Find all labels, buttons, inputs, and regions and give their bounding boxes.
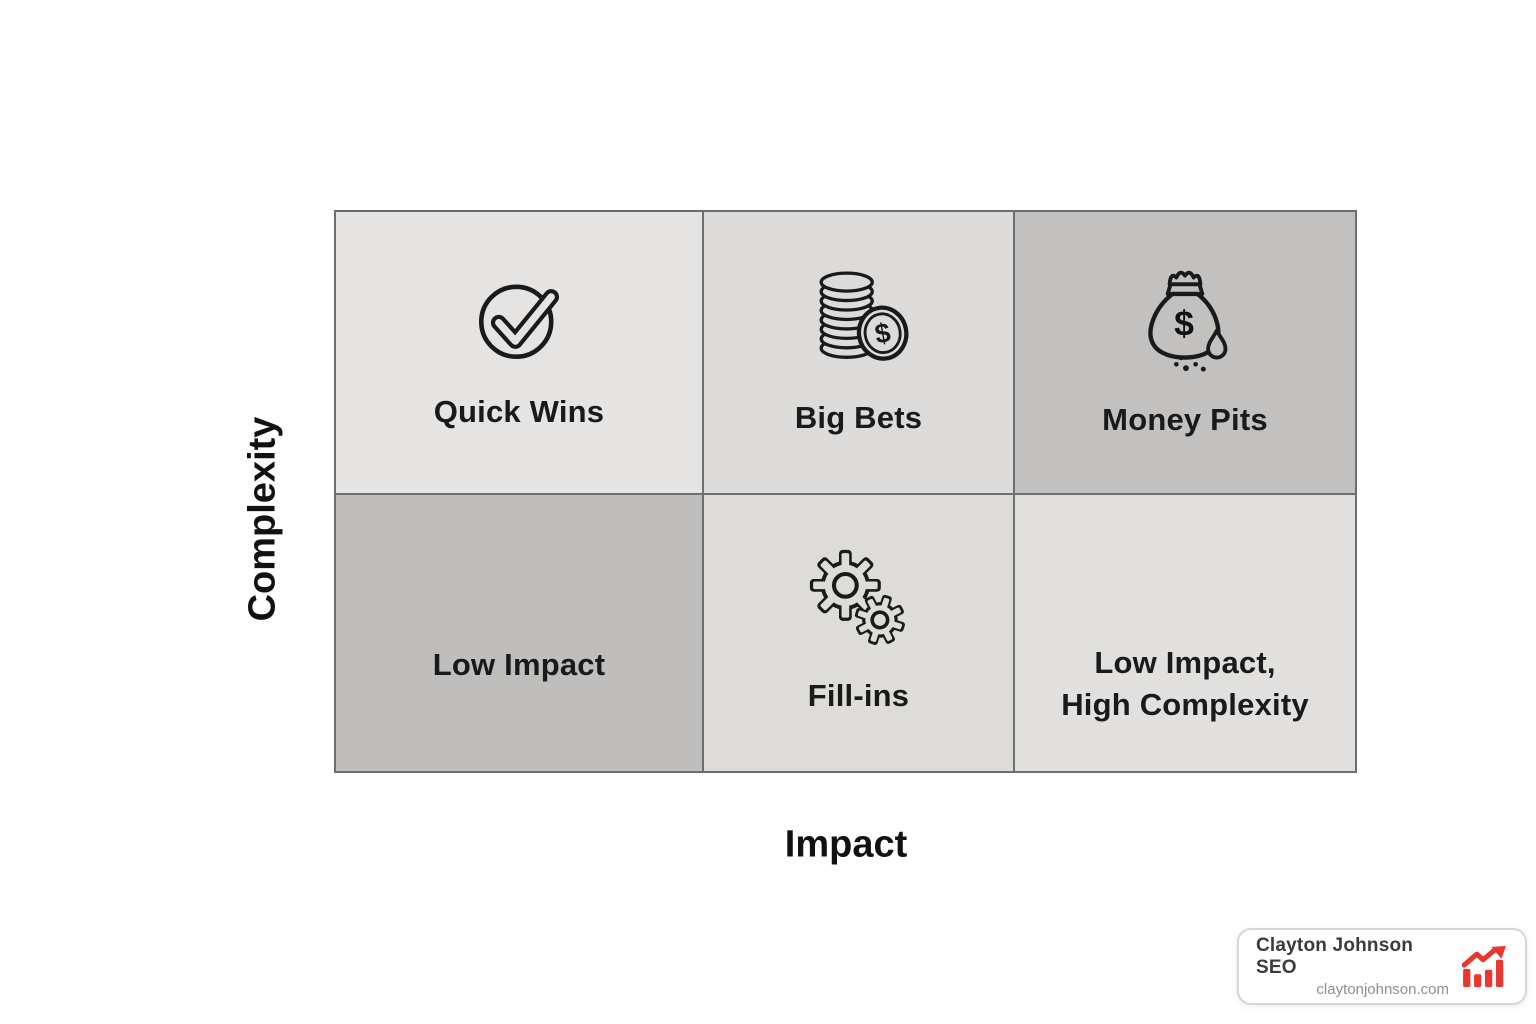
cell-money-pits: $ Money Pits — [1015, 212, 1355, 493]
svg-text:$: $ — [1174, 303, 1194, 343]
y-axis-label: Complexity — [241, 416, 284, 622]
cell-label: Fill-ins — [807, 678, 910, 714]
watermark-badge: Clayton Johnson SEO claytonjohnson.com — [1237, 928, 1527, 1005]
svg-text:$: $ — [872, 316, 892, 349]
cell-low-impact: Low Impact — [336, 495, 702, 771]
impact-complexity-matrix: Quick Wins — [334, 210, 1357, 773]
cell-low-impact-high-complexity: Low Impact, High Complexity — [1015, 495, 1355, 771]
cell-label: Quick Wins — [433, 393, 605, 429]
watermark-text: Clayton Johnson SEO claytonjohnson.com — [1256, 935, 1449, 998]
watermark-url: claytonjohnson.com — [1316, 981, 1449, 998]
coin-stack-icon: $ — [807, 267, 911, 371]
check-circle-icon — [473, 273, 565, 365]
watermark-title: Clayton Johnson SEO — [1256, 935, 1414, 978]
x-axis-label: Impact — [784, 823, 908, 866]
cell-quick-wins: Quick Wins — [336, 212, 702, 493]
cell-label: Big Bets — [794, 399, 923, 435]
growth-chart-icon — [1461, 945, 1508, 988]
leaking-money-bag-icon: $ — [1132, 265, 1238, 373]
cell-label: Low Impact, High Complexity — [1061, 645, 1309, 722]
cell-label: Low Impact — [432, 647, 606, 683]
cell-label: Money Pits — [1102, 401, 1268, 437]
cell-fill-ins: Fill-ins — [704, 495, 1013, 771]
gears-icon — [809, 549, 909, 649]
cell-big-bets: $ Big Bets — [704, 212, 1013, 493]
